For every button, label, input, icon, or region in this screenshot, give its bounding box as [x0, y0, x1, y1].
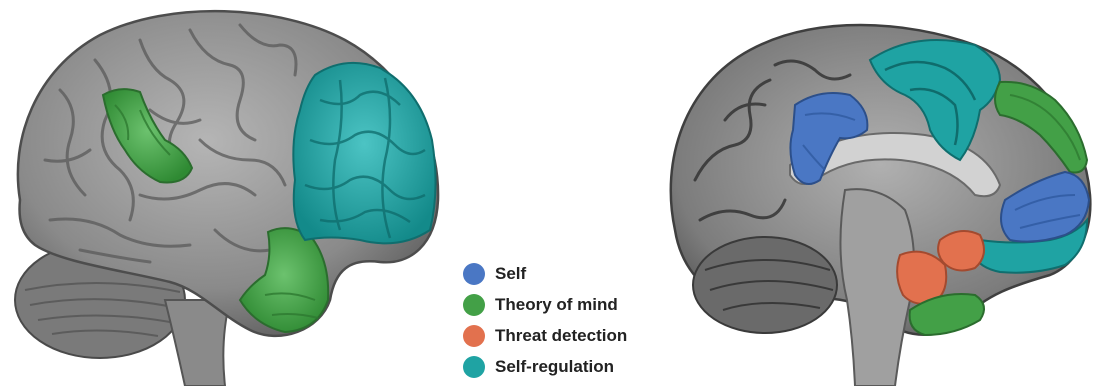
- legend-item-threat-detection: Threat detection: [463, 324, 627, 348]
- legend-item-self: Self: [463, 262, 526, 286]
- legend-label-theory-of-mind: Theory of mind: [495, 295, 618, 315]
- legend-label-self: Self: [495, 264, 526, 284]
- threat-detection-color-dot: [463, 325, 485, 347]
- self-color-dot: [463, 263, 485, 285]
- theory-of-mind-color-dot: [463, 294, 485, 316]
- legend-label-threat-detection: Threat detection: [495, 326, 627, 346]
- brainstem: [165, 300, 230, 386]
- medial-brain-view: [655, 0, 1093, 386]
- legend: Self Theory of mind Threat detection Sel…: [463, 262, 663, 382]
- legend-item-theory-of-mind: Theory of mind: [463, 293, 618, 317]
- legend-item-self-regulation: Self-regulation: [463, 355, 614, 379]
- self-regulation-color-dot: [463, 356, 485, 378]
- lateral-brain-view: [0, 0, 445, 386]
- legend-label-self-regulation: Self-regulation: [495, 357, 614, 377]
